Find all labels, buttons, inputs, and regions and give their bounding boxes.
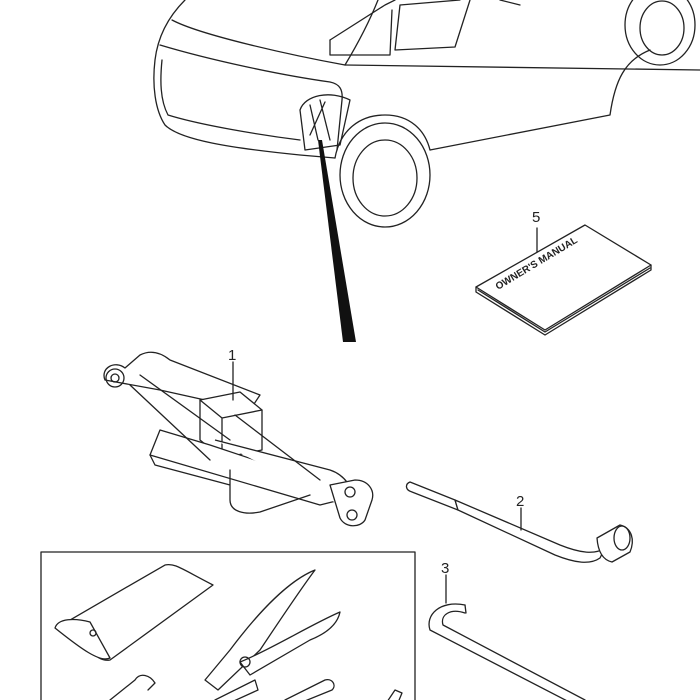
- spanner: [109, 674, 156, 700]
- screwdriver: [214, 679, 259, 700]
- scissor-jack: [103, 351, 374, 527]
- callout-3: 3: [441, 560, 449, 577]
- tool-kit-box: [40, 551, 416, 700]
- callout-5: 5: [532, 209, 540, 226]
- tool-bag: [54, 563, 214, 661]
- owners-manual: OWNER'S MANUAL: [475, 224, 652, 336]
- wheel-nut-wrench: [405, 481, 633, 563]
- leader-wedge: [318, 140, 356, 342]
- jack-handle: [428, 574, 586, 700]
- callout-1: 1: [228, 347, 236, 364]
- vehicle-rear-view: [153, 0, 700, 228]
- callout-2: 2: [516, 493, 524, 510]
- screwdriver-handle: [284, 679, 335, 700]
- small-tool: [387, 689, 403, 700]
- pliers: [204, 569, 341, 691]
